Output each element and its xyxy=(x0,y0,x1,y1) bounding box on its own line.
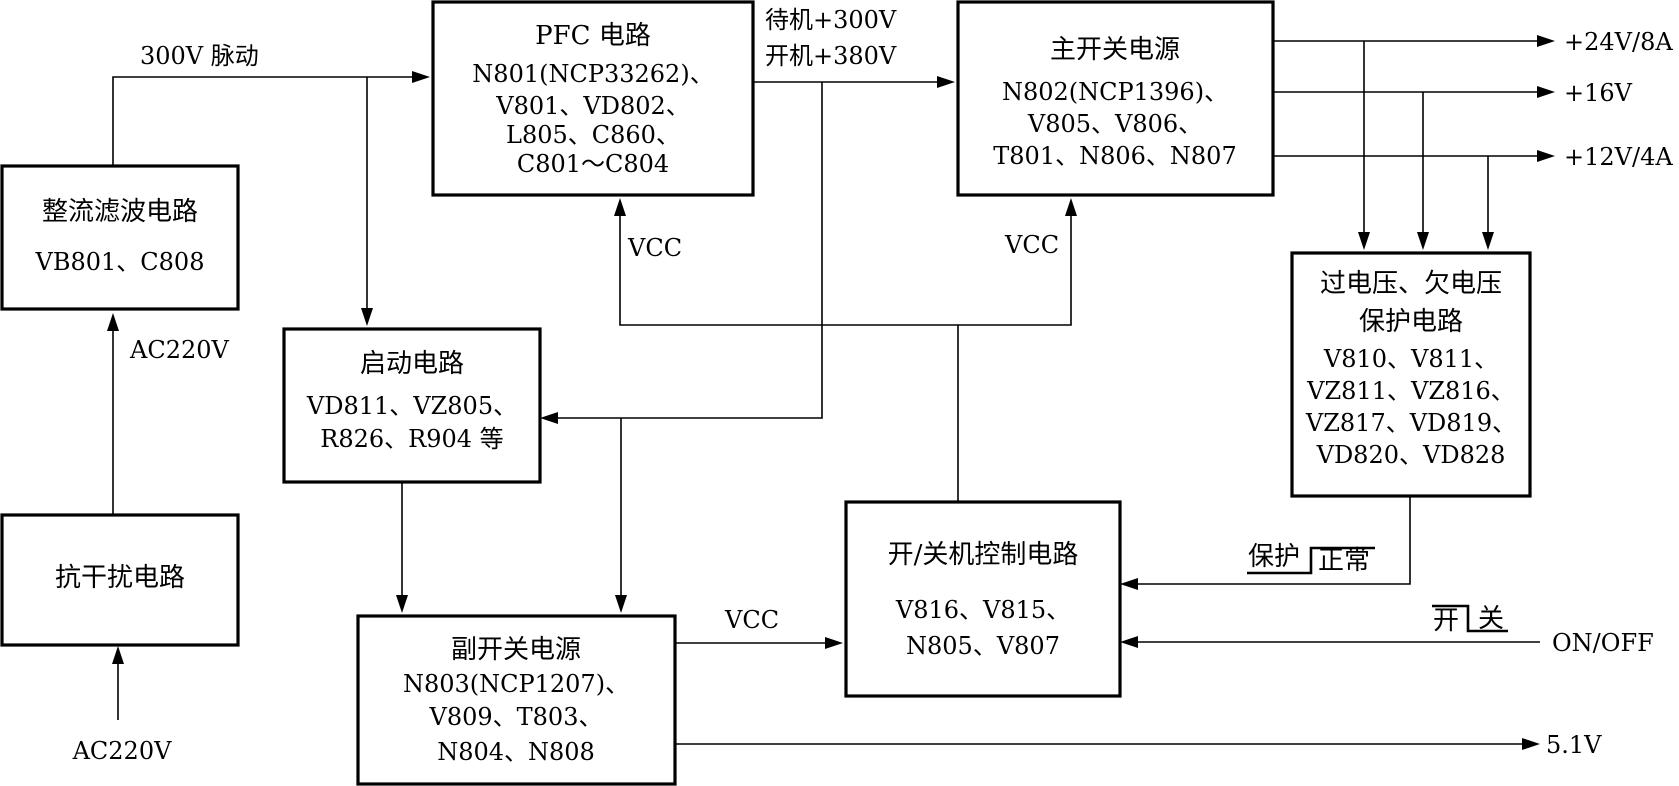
block-part: VB801、C808 xyxy=(35,248,205,276)
label-protect: 保护 xyxy=(1248,542,1300,572)
block-protection: 过电压、欠电压 保护电路 V810、V811、 VZ811、VZ816、 VZ8… xyxy=(1290,251,1532,498)
block-part: VD820、VD828 xyxy=(1316,441,1506,469)
wire-pfc-to-startup xyxy=(550,82,823,419)
protect-normal-waveform xyxy=(1247,546,1375,575)
wire-rectifier-to-pfc xyxy=(112,76,420,166)
label-switch-on: 开 xyxy=(1433,606,1459,636)
block-startup: 启动电路 VD811、VZ805、 R826、R904 等 xyxy=(282,327,542,484)
block-title: 主开关电源 xyxy=(1050,35,1180,65)
block-title-line2: 保护电路 xyxy=(1359,307,1463,337)
arrowhead xyxy=(361,308,373,326)
arrowhead xyxy=(1417,232,1429,250)
block-title: 副开关电源 xyxy=(451,635,581,665)
block-part: N802(NCP1396)、 xyxy=(1002,78,1228,106)
arrowhead xyxy=(1537,35,1555,47)
label-ac-input: AC220V xyxy=(72,737,173,765)
block-pfc: PFC 电路 N801(NCP33262)、 V801、VD802、 L805、… xyxy=(431,0,755,197)
block-title: 过电压、欠电压 xyxy=(1320,269,1502,299)
wire-protect-to-ctrl xyxy=(1130,496,1411,585)
label-out-16v: +16V xyxy=(1564,79,1633,107)
arrowhead xyxy=(107,313,119,331)
block-part: N805、V807 xyxy=(906,632,1060,660)
label-standby-300v: 待机+300V xyxy=(765,6,897,34)
block-title: 启动电路 xyxy=(360,349,464,379)
label-out-24v: +24V/8A xyxy=(1564,28,1673,56)
arrowhead xyxy=(1482,232,1494,250)
label-ac-mid: AC220V xyxy=(129,336,230,364)
label-switch-off: 关 xyxy=(1478,604,1504,634)
block-main-psu: 主开关电源 N802(NCP1396)、 V805、V806、 T801、N80… xyxy=(956,0,1275,197)
block-part: R826、R904 等 xyxy=(320,425,503,453)
arrowhead xyxy=(540,412,558,424)
block-part: V810、V811、 xyxy=(1323,345,1498,373)
block-title: 开/关机控制电路 xyxy=(888,540,1079,570)
arrowhead xyxy=(1358,232,1370,250)
block-part: VZ817、VD819、 xyxy=(1305,409,1516,437)
arrowhead xyxy=(1522,738,1540,750)
block-part: C801～C804 xyxy=(517,150,669,178)
arrowhead xyxy=(614,198,626,216)
block-part: VZ811、VZ816、 xyxy=(1306,377,1515,405)
block-title: 抗干扰电路 xyxy=(55,563,185,593)
arrowhead xyxy=(937,76,955,88)
arrowhead xyxy=(1537,150,1555,162)
block-aux-psu: 副开关电源 N803(NCP1207)、 V809、T803、 N804、N80… xyxy=(356,614,677,786)
wire-vcc-to-pfc xyxy=(619,208,958,326)
on-off-waveform xyxy=(1432,604,1508,633)
block-title: 整流滤波电路 xyxy=(42,197,198,227)
arrowhead xyxy=(825,637,843,649)
block-emi-filter: 抗干扰电路 xyxy=(0,513,240,647)
block-part: VD811、VZ805、 xyxy=(306,392,517,420)
block-part: T801、N806、N807 xyxy=(993,142,1236,170)
arrowhead xyxy=(1537,86,1555,98)
arrowhead xyxy=(412,71,430,83)
block-part: V805、V806、 xyxy=(1027,110,1202,138)
label-vcc-aux: VCC xyxy=(724,606,779,634)
label-out-12v: +12V/4A xyxy=(1564,143,1673,171)
arrowhead xyxy=(1120,578,1138,590)
block-power-control: 开/关机控制电路 V816、V815、 N805、V807 xyxy=(844,500,1122,698)
label-vcc-pfc: VCC xyxy=(627,234,682,262)
arrowhead xyxy=(396,595,408,613)
block-part: V816、V815、 xyxy=(895,596,1070,624)
label-on-380v: 开机+380V xyxy=(765,42,897,70)
arrowhead xyxy=(615,595,627,613)
arrowhead xyxy=(112,646,124,664)
block-title: PFC 电路 xyxy=(535,21,651,51)
label-normal: 正常 xyxy=(1318,546,1370,576)
wires xyxy=(107,35,1555,750)
arrowhead xyxy=(1065,198,1077,216)
block-part: L805、C860、 xyxy=(506,121,680,149)
block-part: N801(NCP33262)、 xyxy=(472,60,713,88)
label-on-off: ON/OFF xyxy=(1552,629,1654,657)
block-part: V809、T803、 xyxy=(429,703,603,731)
wire-vcc-to-main xyxy=(958,208,1072,326)
label-out-5v: 5.1V xyxy=(1546,731,1602,759)
label-vcc-main: VCC xyxy=(1004,231,1059,259)
block-part: N803(NCP1207)、 xyxy=(403,670,629,698)
signal-labels: AC220V AC220V 300V 脉动 待机+300V 开机+380V VC… xyxy=(72,6,1674,765)
arrowhead xyxy=(1120,636,1138,648)
block-rectifier: 整流滤波电路 VB801、C808 xyxy=(0,164,240,311)
block-part: N804、N808 xyxy=(437,738,595,766)
block-part: V801、VD802、 xyxy=(495,92,690,120)
label-300v-pulse: 300V 脉动 xyxy=(140,42,259,70)
